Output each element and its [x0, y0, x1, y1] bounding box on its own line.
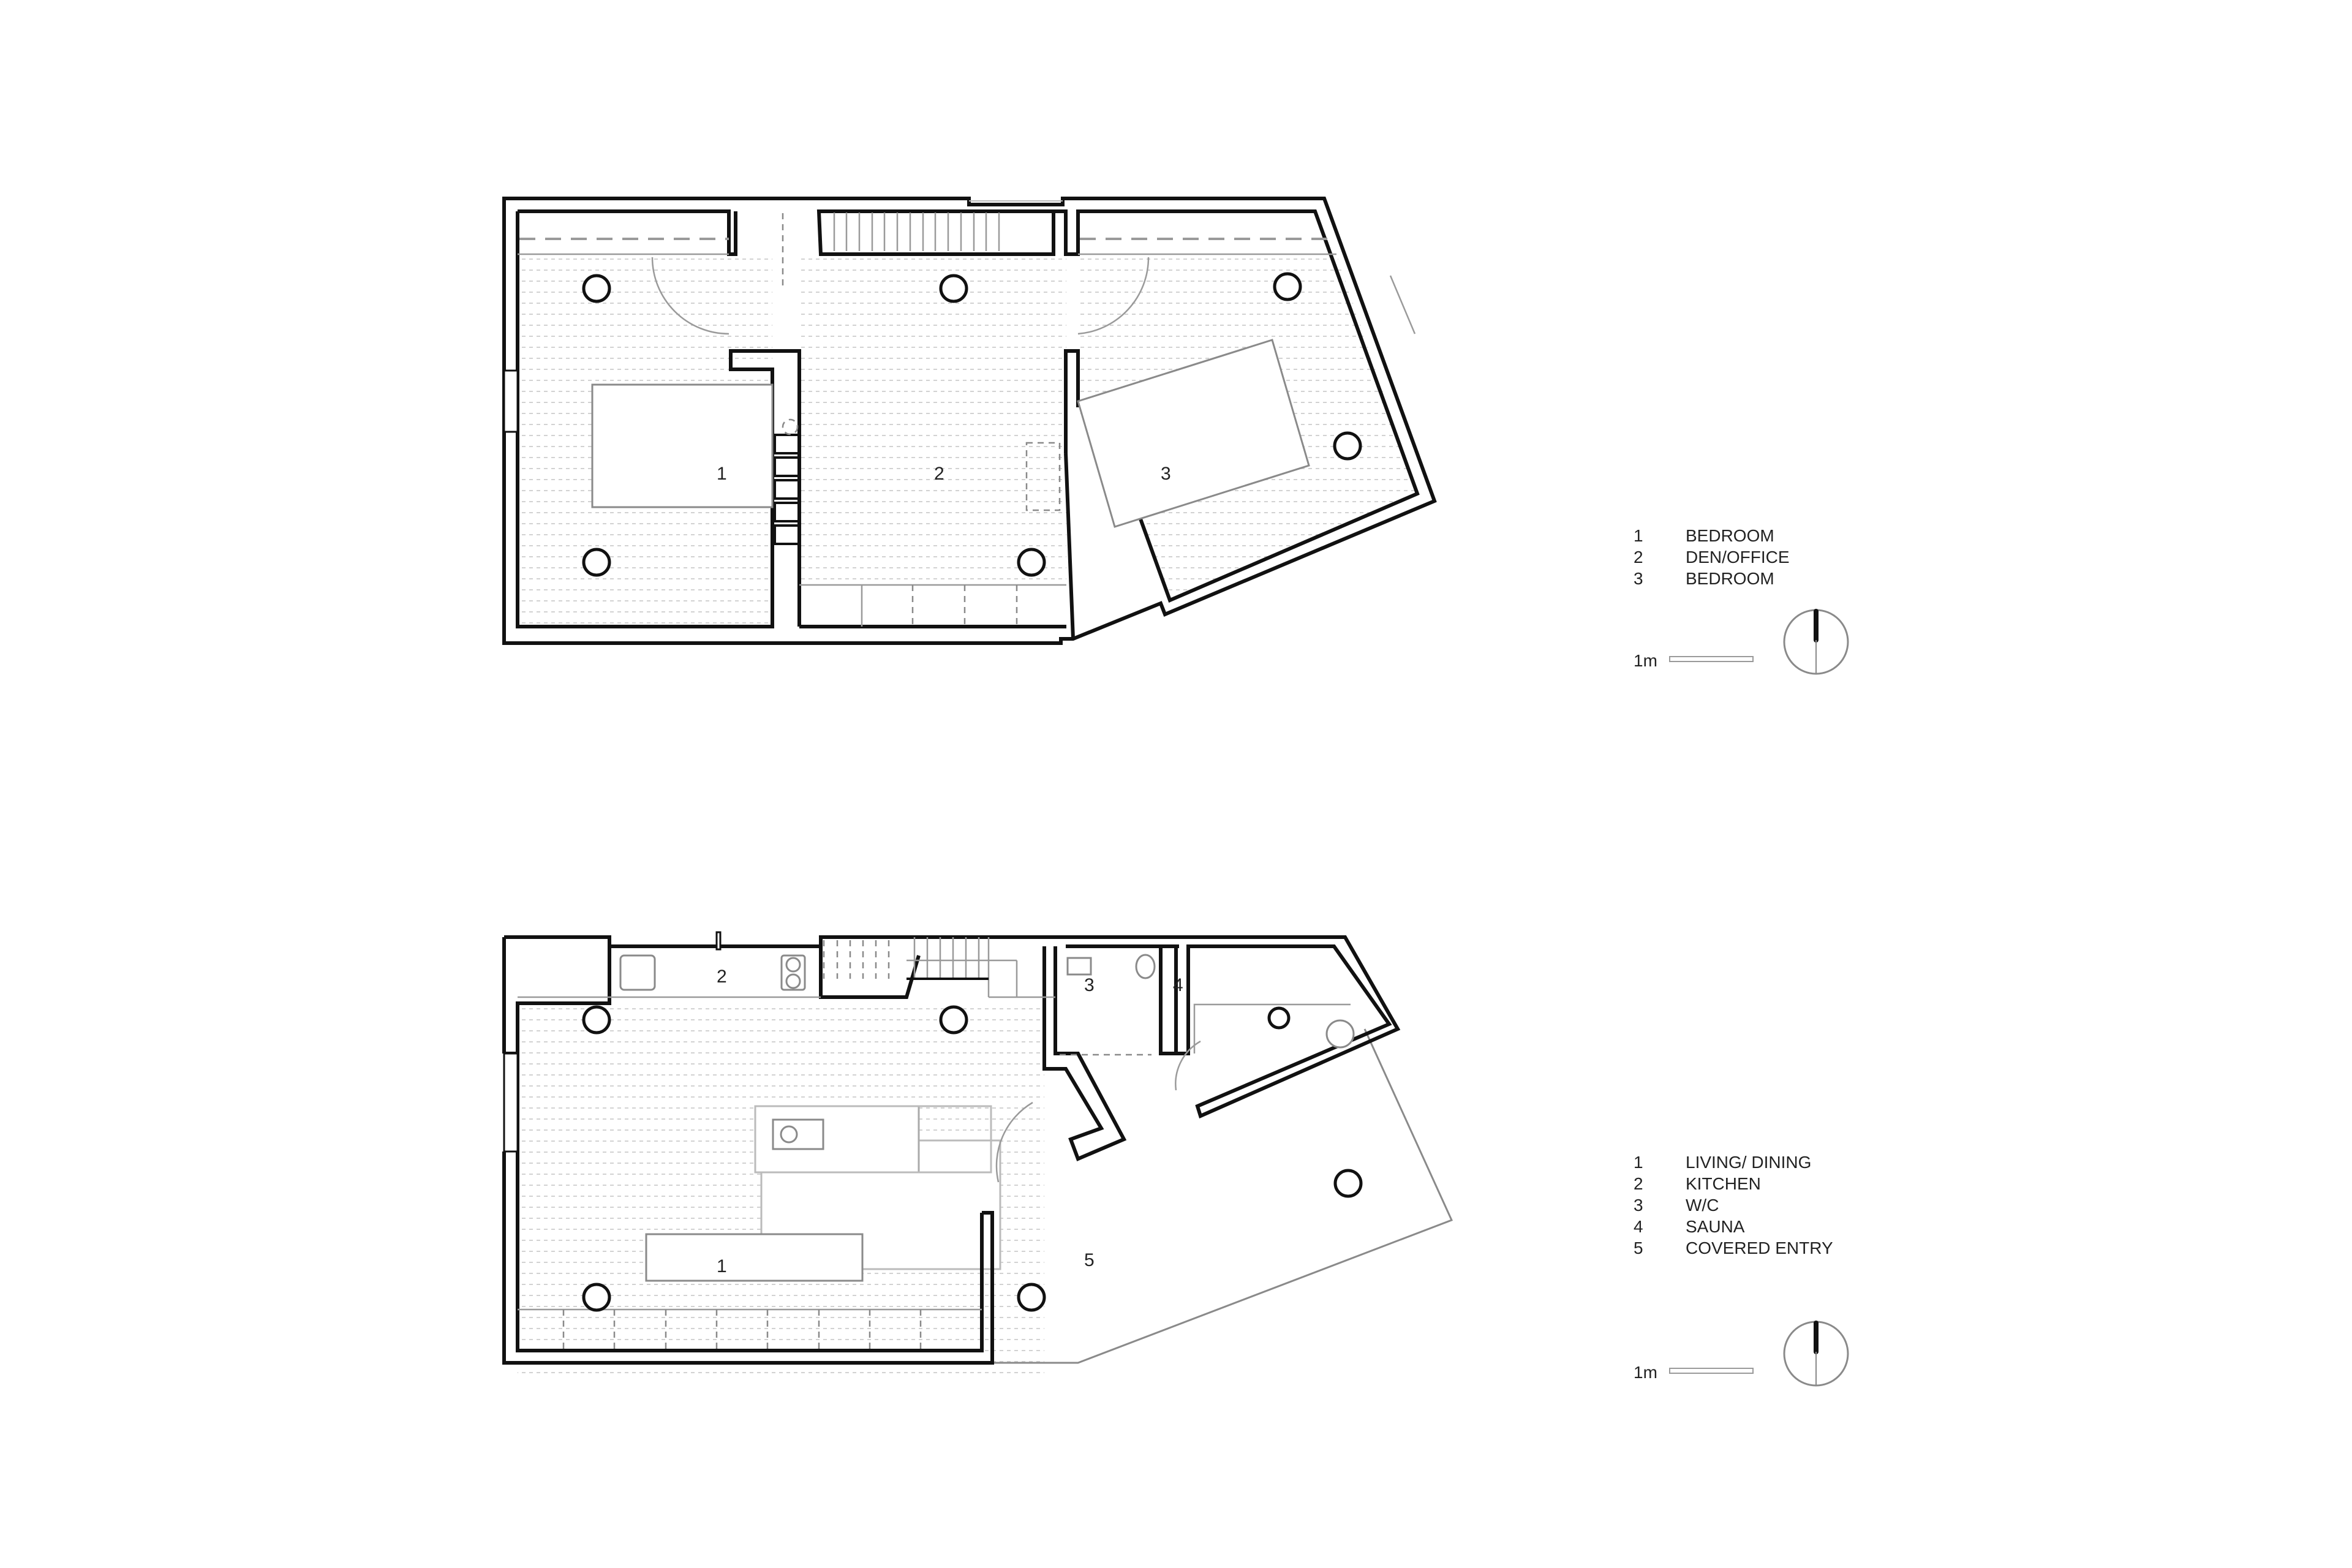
column — [582, 1005, 611, 1035]
legend-number: 3 — [1634, 1196, 1643, 1215]
legend-item: 4 SAUNA — [1634, 1216, 1833, 1237]
column — [939, 274, 968, 303]
wc-sink — [1066, 957, 1092, 976]
legend-item: 3 W/C — [1634, 1194, 1833, 1216]
upper-bedroom1-walls — [516, 211, 801, 628]
toilet — [1135, 954, 1156, 979]
column — [582, 548, 611, 577]
column — [582, 1283, 611, 1312]
legend-label: LIVING/ DINING — [1686, 1153, 1812, 1172]
legend-label: SAUNA — [1686, 1217, 1745, 1236]
legend-number: 2 — [1634, 1174, 1643, 1193]
legend-number: 3 — [1634, 569, 1643, 588]
legend-item: 1 BEDROOM — [1634, 525, 1790, 546]
column — [1273, 272, 1302, 301]
upper-floor-plan: 1 2 3 — [502, 197, 1437, 645]
lower-outer-wall — [504, 935, 1401, 1119]
dining-table — [645, 1233, 864, 1282]
column — [582, 274, 611, 303]
upper-outer-wall — [502, 197, 1437, 645]
scale-bar — [1669, 1368, 1754, 1374]
legend-label: DEN/OFFICE — [1686, 548, 1790, 567]
legend-item: 2 DEN/OFFICE — [1634, 546, 1790, 568]
island-sink — [772, 1118, 824, 1150]
legend-label: KITCHEN — [1686, 1174, 1761, 1193]
legend-number: 4 — [1634, 1217, 1643, 1236]
column — [1017, 548, 1046, 577]
legend-label: W/C — [1686, 1196, 1719, 1215]
legend-item: 1 LIVING/ DINING — [1634, 1152, 1833, 1173]
column — [1333, 431, 1362, 461]
legend-label: BEDROOM — [1686, 526, 1774, 545]
upper-stairs — [833, 213, 1000, 251]
sauna-heater — [1325, 1019, 1355, 1049]
room-number: 1 — [717, 1256, 727, 1276]
legend-item: 3 BEDROOM — [1634, 568, 1790, 589]
column — [1333, 1169, 1363, 1198]
north-arrow-icon — [1783, 609, 1849, 675]
north-arrow-icon — [1783, 1321, 1849, 1387]
legend-item: 5 COVERED ENTRY — [1634, 1237, 1833, 1259]
room-number: 5 — [1084, 1250, 1095, 1270]
bed — [1077, 339, 1310, 528]
room-number: 1 — [717, 464, 727, 484]
bed — [591, 383, 774, 508]
door-swing — [995, 1101, 1033, 1183]
room-number: 4 — [1173, 975, 1183, 995]
column — [939, 1005, 968, 1035]
legend-number: 1 — [1634, 526, 1643, 545]
room-number: 2 — [717, 967, 727, 987]
door-swing — [651, 257, 729, 335]
desk — [1025, 442, 1061, 511]
room-number: 3 — [1084, 975, 1095, 995]
legend-item: 2 KITCHEN — [1634, 1173, 1833, 1194]
sink — [619, 954, 656, 991]
column — [1267, 1006, 1291, 1030]
room-number: 2 — [934, 464, 944, 484]
lower-stairs — [823, 937, 1055, 998]
legend-number: 5 — [1634, 1238, 1643, 1257]
legend-number: 1 — [1634, 1153, 1643, 1172]
door-swing — [1077, 257, 1150, 335]
legend-label: BEDROOM — [1686, 569, 1774, 588]
scale-label: 1m — [1634, 651, 1657, 670]
lower-floor-legend: 1 LIVING/ DINING 2 KITCHEN 3 W/C 4 SAUNA 5 CO… — [1634, 1152, 1833, 1259]
scale-label: 1m — [1634, 1363, 1657, 1382]
legend-number: 2 — [1634, 548, 1643, 567]
lower-floor-plan: 1 2 3 4 5 — [502, 931, 1453, 1383]
scale-bar — [1669, 656, 1754, 662]
room-number: 3 — [1161, 464, 1171, 484]
column — [1017, 1283, 1046, 1312]
legend-label: COVERED ENTRY — [1686, 1238, 1833, 1257]
